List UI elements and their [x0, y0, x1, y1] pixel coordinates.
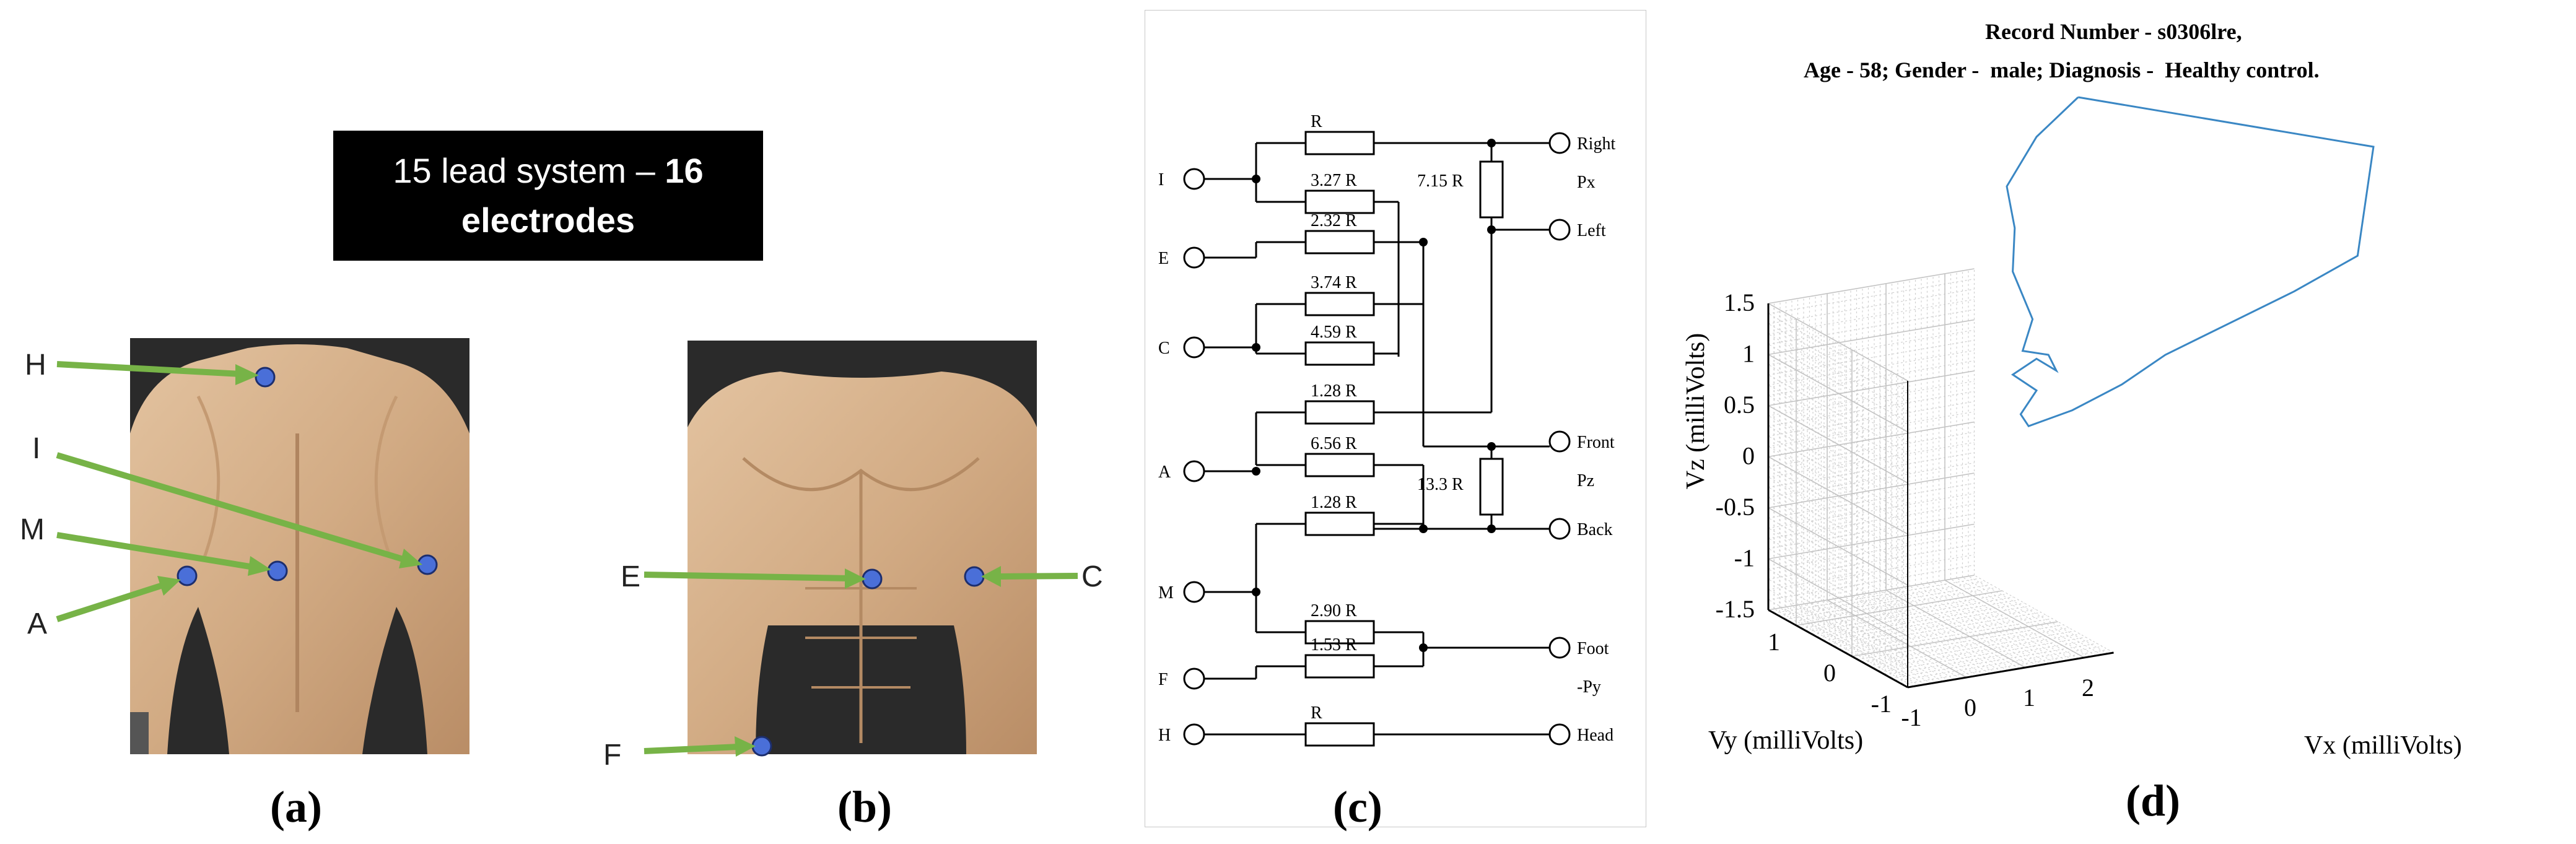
electrode-m — [267, 560, 288, 581]
output-terminal-5 — [1548, 723, 1571, 746]
x-tick-label: 1 — [2023, 684, 2035, 711]
res-label: 1.28 R — [1311, 493, 1357, 512]
res-133 — [1479, 458, 1504, 516]
res-label: 1.28 R — [1311, 381, 1357, 401]
res-128b — [1304, 511, 1375, 536]
electrode-c — [964, 566, 985, 587]
input-terminal-C — [1183, 336, 1205, 359]
res-r-top — [1304, 131, 1375, 155]
caption-b: (b) — [837, 782, 892, 832]
res-label: 2.90 R — [1311, 601, 1357, 620]
z-tick-label: 0 — [1742, 442, 1755, 470]
input-label: C — [1158, 339, 1170, 358]
front-torso — [688, 341, 1037, 754]
z-tick-label: 1.5 — [1724, 289, 1755, 316]
output-terminal-1 — [1548, 219, 1571, 241]
res-label: 4.59 R — [1311, 323, 1357, 342]
output-terminal-0 — [1548, 132, 1571, 154]
torso-illustrations — [56, 338, 1078, 757]
res-label: R — [1311, 112, 1322, 131]
y-tick-label: -1 — [1871, 690, 1892, 718]
bridge-label: 13.3 R — [1417, 475, 1464, 494]
caption-d: (d) — [2126, 776, 2180, 825]
input-label: M — [1158, 583, 1174, 603]
res-r-head — [1304, 722, 1375, 747]
z-tick-label: -0.5 — [1716, 493, 1755, 521]
input-label: A — [1158, 463, 1171, 482]
x-axis-label: Vx (milliVolts) — [2304, 731, 2462, 760]
res-374 — [1304, 292, 1375, 316]
z-tick-label: 1 — [1742, 340, 1755, 368]
output-label: Px — [1577, 173, 1596, 192]
y-tick-label: 0 — [1823, 659, 1836, 687]
input-label: F — [1158, 670, 1168, 689]
bridge-label: 7.15 R — [1417, 172, 1464, 191]
res-label: 6.56 R — [1311, 434, 1357, 453]
z-tick-label: -1 — [1734, 544, 1755, 572]
res-label: 3.27 R — [1311, 171, 1357, 190]
res-656 — [1304, 453, 1375, 477]
label-h: H — [25, 349, 46, 381]
res-label: 1.53 R — [1311, 635, 1357, 655]
output-label: Left — [1577, 221, 1606, 240]
vcg-3d-plot: 1.5 1 0.5 0 -0.5 -1 -1.5 -1 0 1 2 -1 0 1 — [1716, 96, 2375, 731]
z-tick-label: -1.5 — [1716, 595, 1755, 623]
output-label: Foot — [1577, 639, 1609, 658]
res-715 — [1479, 160, 1504, 219]
input-terminal-I — [1183, 168, 1205, 190]
output-label: Right — [1577, 134, 1615, 154]
label-e: E — [621, 560, 641, 593]
plot-title-line2: Age - 58; Gender - male; Diagnosis - Hea… — [1804, 58, 2320, 82]
title-line1: 15 lead system – — [393, 151, 665, 190]
input-terminal-H — [1183, 723, 1205, 746]
back-torso — [130, 338, 469, 754]
input-terminal-M — [1183, 581, 1205, 603]
output-terminal-4 — [1548, 637, 1571, 659]
z-axis-label: Vz (milliVolts) — [1682, 333, 1711, 490]
resistor-network: R 3.27 R 2.32 R 3.74 R 4.59 R 1.28 R 6.56 R 1.2… — [1145, 10, 1646, 827]
output-label: -Py — [1577, 677, 1601, 697]
y-tick-label: 1 — [1768, 628, 1780, 656]
label-f: F — [603, 739, 622, 772]
vcg-loop-trace — [2006, 96, 2375, 428]
y-axis-label: Vy (milliVolts) — [1708, 726, 1864, 755]
output-label: Front — [1577, 433, 1615, 452]
res-232 — [1304, 230, 1375, 255]
res-label: R — [1311, 703, 1322, 723]
output-label: Head — [1577, 726, 1613, 745]
plot-title-line1: Record Number - s0306lre, — [1985, 19, 2242, 44]
input-terminal-A — [1183, 460, 1205, 482]
x-tick-label: -1 — [1901, 703, 1921, 731]
lead-system-title: 15 lead system – 16 electrodes — [333, 131, 763, 261]
input-label: E — [1158, 249, 1169, 268]
input-label: I — [1158, 170, 1164, 189]
label-c: C — [1081, 560, 1103, 593]
x-tick-label: 2 — [2082, 674, 2094, 702]
input-label: H — [1158, 726, 1171, 745]
electrode-a — [177, 565, 198, 586]
output-label: Back — [1577, 520, 1613, 539]
junction-dot — [1252, 467, 1260, 476]
label-m: M — [20, 513, 45, 546]
res-label: 2.32 R — [1311, 211, 1357, 230]
output-label: Pz — [1577, 471, 1594, 490]
res-label: 3.74 R — [1311, 273, 1357, 292]
input-terminal-F — [1183, 668, 1205, 690]
label-a: A — [27, 607, 48, 640]
x-tick-label: 0 — [1964, 694, 1976, 721]
caption-c: (c) — [1333, 782, 1382, 832]
caption-a: (a) — [270, 782, 322, 832]
label-i: I — [32, 432, 41, 465]
z-tick-label: 0.5 — [1724, 391, 1755, 419]
title-bold: 16 — [665, 151, 704, 190]
res-153 — [1304, 654, 1375, 679]
output-terminal-3 — [1548, 518, 1571, 540]
input-terminal-E — [1183, 246, 1205, 269]
res-459 — [1304, 341, 1375, 366]
electrode-h — [255, 367, 276, 388]
res-327 — [1304, 189, 1375, 214]
title-line2: electrodes — [461, 201, 635, 240]
output-terminal-2 — [1548, 430, 1571, 453]
res-128a — [1304, 400, 1375, 425]
